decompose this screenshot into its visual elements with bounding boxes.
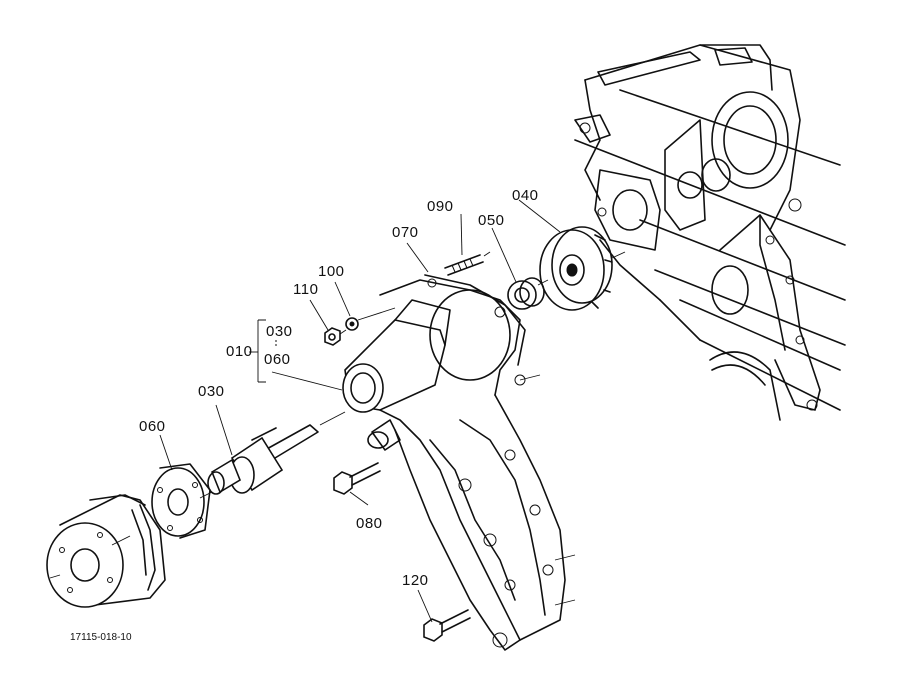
figure-code: 17115-018-10 bbox=[70, 632, 132, 643]
label-leaders bbox=[159, 199, 561, 623]
assembly-axis-lines bbox=[49, 251, 626, 579]
label-part-070: 070 bbox=[392, 224, 419, 241]
engine-block bbox=[574, 44, 846, 421]
washer-and-nut bbox=[324, 307, 396, 346]
bolt-080 bbox=[333, 462, 381, 495]
label-part-110: 110 bbox=[293, 281, 319, 298]
label-part-120: 120 bbox=[402, 572, 429, 589]
label-part-060: 060 bbox=[139, 418, 166, 435]
bolt-120 bbox=[423, 609, 471, 642]
bearing-shaft bbox=[207, 424, 319, 495]
label-part-010: 010 bbox=[226, 343, 253, 360]
stud-bolt bbox=[444, 254, 484, 276]
label-part-100: 100 bbox=[318, 263, 345, 280]
label-part-050: 050 bbox=[478, 212, 505, 229]
mechanical-seal bbox=[507, 277, 545, 310]
label-part-080: 080 bbox=[356, 515, 383, 532]
label-part-010-sub-060: 060 bbox=[264, 351, 291, 368]
label-part-010-sub-030: 030 bbox=[266, 323, 293, 340]
label-part-040: 040 bbox=[512, 187, 539, 204]
pulley-hub bbox=[151, 463, 211, 539]
fan-pulley bbox=[46, 494, 166, 608]
label-part-030: 030 bbox=[198, 383, 225, 400]
water-pump-body bbox=[342, 274, 576, 651]
impeller bbox=[539, 226, 613, 311]
label-part-090: 090 bbox=[427, 198, 454, 215]
